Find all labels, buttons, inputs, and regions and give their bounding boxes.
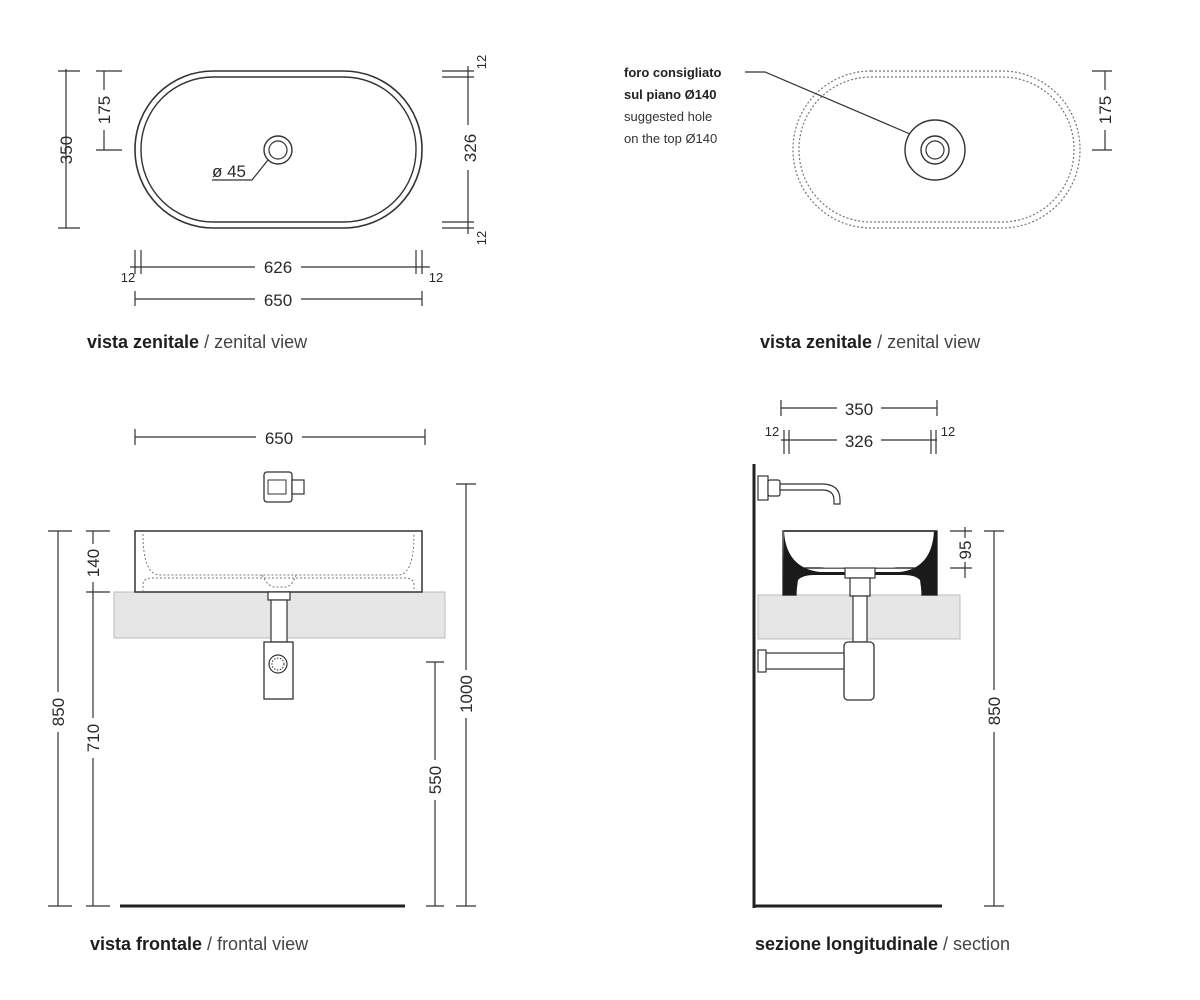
section-total-height-dim: 850 [985,697,1004,725]
basin-height-dim: 140 [84,549,103,577]
height-half-dim-right: 175 [1096,96,1115,124]
caption-top-view-left: vista zenitale / zenital view [87,332,308,352]
suggested-hole-inner [925,140,945,160]
drain-hole-outer [263,135,293,165]
width-inner-dim: 626 [264,258,292,277]
top-view-right: foro consigliato sul piano Ø140 suggeste… [624,65,1115,352]
basin-outer-outline [134,70,423,229]
drain-hole-inner [268,140,288,160]
caption-section-view: sezione longitudinale / section [755,934,1010,954]
section-width-total-dim: 350 [845,400,873,419]
section-rim-left-dim: 12 [765,424,779,439]
wall-tap-section [757,475,841,505]
note-line-4: on the top Ø140 [624,131,717,146]
rim-bottom-dim: 12 [474,231,489,245]
section-width-inner-dim: 326 [845,432,873,451]
section-rim-right-dim: 12 [941,424,955,439]
height-half-dim: 175 [95,96,114,124]
basin-dotted-outer [792,70,1081,229]
note-line-2: sul piano Ø140 [624,87,716,102]
height-total-dim: 350 [57,136,76,164]
basin-front [134,530,423,593]
hole-leader [212,159,269,181]
hole-diameter-label: ø 45 [212,162,246,181]
height-inner-dim: 326 [461,134,480,162]
front-total-height-dim: 850 [49,698,68,726]
rim-left-dim: 12 [121,270,135,285]
caption-front-view: vista frontale / frontal view [90,934,309,954]
top-view-left: ø 45 350 175 326 12 12 626 12 12 [57,55,489,352]
basin-depth-dim: 95 [956,541,975,560]
front-width-dim: 650 [265,429,293,448]
suggested-hole-mid [920,135,950,165]
rim-right-dim: 12 [429,270,443,285]
front-view: 650 850 [48,427,476,954]
counter-height-dim: 710 [84,724,103,752]
caption-top-view-right: vista zenitale / zenital view [760,332,981,352]
note-leader [745,71,911,135]
basin-section [782,530,938,596]
width-total-dim: 650 [264,291,292,310]
drain-trap-front [263,591,294,700]
basin-inner-outline [140,76,417,223]
wall-tap-front [263,471,305,503]
section-view: 350 326 12 12 [752,398,1010,954]
basin-dotted-inner [798,76,1075,223]
tap-height-dim: 1000 [457,675,476,713]
drain-height-dim: 550 [426,766,445,794]
drain-trap-section [757,577,875,701]
note-line-1: foro consigliato [624,65,722,80]
note-line-3: suggested hole [624,109,712,124]
rim-top-dim: 12 [474,55,489,69]
suggested-hole-outer [904,119,966,181]
